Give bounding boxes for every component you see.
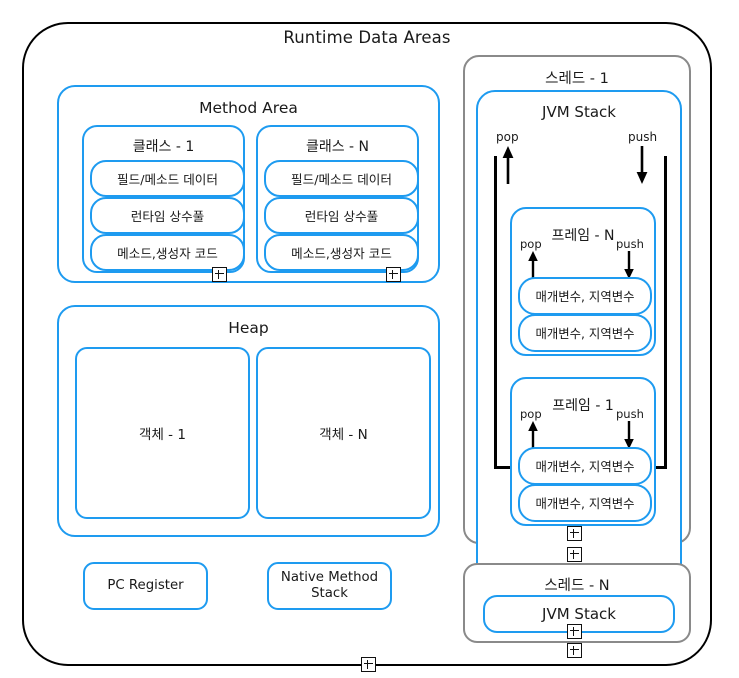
- page-title: Runtime Data Areas: [283, 28, 451, 47]
- frame-n-pop-arrow-icon: [528, 251, 538, 279]
- thread-n-label: 스레드 - N: [544, 578, 610, 594]
- runtime-data-areas-collapse-plus-icon[interactable]: [361, 657, 376, 672]
- frame-n-box: 프레임 - N pop push 매개변수, 지역변수 매개변수, 지역변수: [510, 207, 656, 356]
- frame-1-push-arrow-icon: [624, 421, 634, 449]
- stack-bracket-right: [664, 156, 667, 468]
- frame-n-var-2: 매개변수, 지역변수: [518, 314, 652, 352]
- thread-1-collapse-plus-icon[interactable]: [567, 547, 582, 562]
- class-1-label: 클래스 - 1: [132, 139, 195, 155]
- heap-object-1: 객체 - 1: [75, 347, 250, 519]
- method-area-box: Method Area 클래스 - 1 필드/메소드 데이터 런타임 상수풀 메…: [57, 85, 440, 283]
- frame-n-push-arrow-icon: [624, 251, 634, 279]
- frame-n-pop-label: pop: [520, 237, 542, 251]
- frame-1-box: 프레임 - 1 pop push 매개변수, 지역변수 매개변수, 지역변수: [510, 377, 656, 526]
- frame-n-label: 프레임 - N: [551, 228, 615, 244]
- frame-n-var-1: 매개변수, 지역변수: [518, 277, 652, 315]
- stack-push-arrow-icon: [636, 146, 648, 184]
- frame-1-label: 프레임 - 1: [552, 398, 614, 414]
- frame-1-var-1: 매개변수, 지역변수: [518, 447, 652, 485]
- heap-label: Heap: [228, 319, 269, 337]
- class-1-row-field-method-data: 필드/메소드 데이터: [90, 160, 245, 197]
- class-box-n: 클래스 - N 필드/메소드 데이터 런타임 상수풀 메소드,생성자 코드: [256, 125, 419, 273]
- class-n-label: 클래스 - N: [305, 139, 370, 155]
- thread-1-jvm-stack-label: JVM Stack: [542, 103, 616, 121]
- heap-box: Heap 객체 - 1 객체 - N: [57, 305, 440, 537]
- class-n-row-method-constructor-code: 메소드,생성자 코드: [264, 234, 419, 271]
- class-1-collapse-plus-icon[interactable]: [212, 267, 227, 282]
- stack-pop-arrow-icon: [502, 146, 514, 184]
- class-1-row-method-constructor-code: 메소드,생성자 코드: [90, 234, 245, 271]
- thread-1-container: 스레드 - 1 JVM Stack pop push 프레임 - N pop p…: [463, 55, 691, 587]
- frame-1-push-label: push: [616, 407, 644, 421]
- method-area-label: Method Area: [199, 99, 298, 117]
- thread-n-container: 스레드 - N JVM Stack: [463, 563, 691, 643]
- native-method-stack-box: Native Method Stack: [267, 562, 392, 610]
- class-box-1: 클래스 - 1 필드/메소드 데이터 런타임 상수풀 메소드,생성자 코드: [82, 125, 245, 273]
- stack-push-label: push: [628, 130, 658, 144]
- thread-1-jvm-stack-collapse-plus-icon[interactable]: [567, 526, 582, 541]
- thread-n-jvm-stack-collapse-plus-icon[interactable]: [567, 624, 582, 639]
- frame-n-push-label: push: [616, 237, 644, 251]
- thread-1-jvm-stack-box: JVM Stack pop push 프레임 - N pop push: [476, 90, 682, 587]
- stack-pop-label: pop: [496, 130, 519, 144]
- frame-1-pop-arrow-icon: [528, 421, 538, 449]
- class-n-collapse-plus-icon[interactable]: [386, 267, 401, 282]
- frame-1-var-2: 매개변수, 지역변수: [518, 484, 652, 522]
- thread-1-label: 스레드 - 1: [545, 71, 609, 87]
- heap-object-n: 객체 - N: [256, 347, 431, 519]
- class-1-row-runtime-constant-pool: 런타임 상수풀: [90, 197, 245, 234]
- pc-register-box: PC Register: [83, 562, 208, 610]
- class-n-row-field-method-data: 필드/메소드 데이터: [264, 160, 419, 197]
- thread-n-collapse-plus-icon[interactable]: [567, 643, 582, 658]
- class-n-row-runtime-constant-pool: 런타임 상수풀: [264, 197, 419, 234]
- frame-1-pop-label: pop: [520, 407, 542, 421]
- stack-bracket-left: [494, 156, 497, 468]
